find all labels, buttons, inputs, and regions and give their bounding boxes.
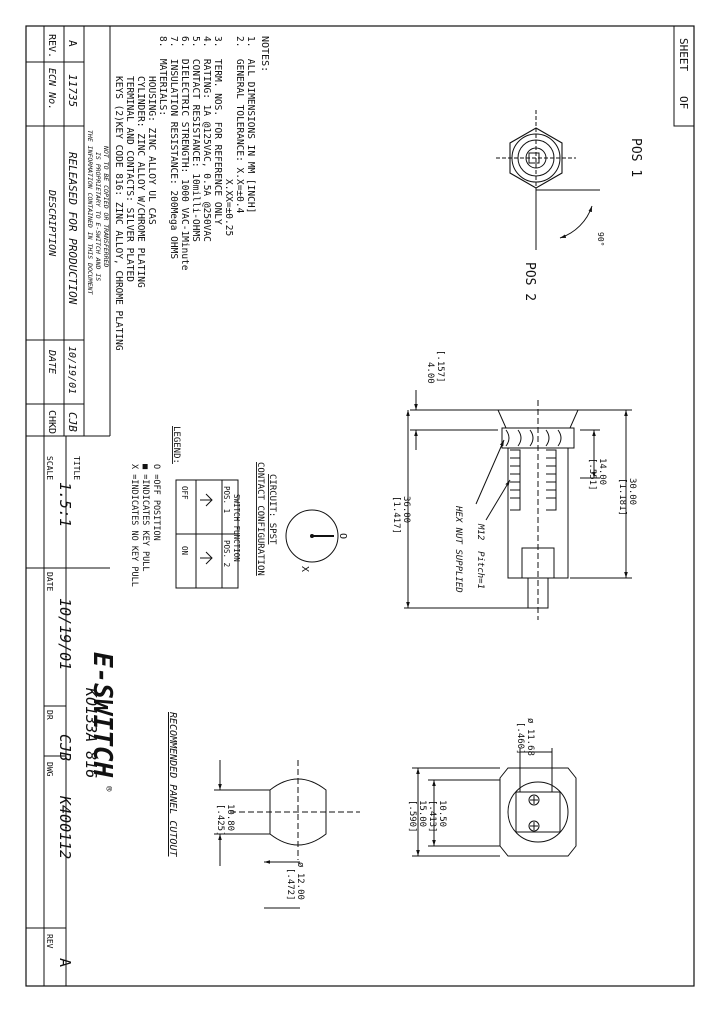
legend-item: O =OFF POSITION — [151, 464, 161, 541]
dim-1500: 15.00 — [417, 800, 427, 827]
logo-text: E-SWITCH — [87, 652, 117, 778]
hex-nut-label: HEX NUT SUPPLIED — [453, 505, 463, 593]
chkd-value: CJB — [66, 412, 79, 432]
chkd-header: CHKD — [46, 410, 57, 434]
rev-value-tb: A — [56, 958, 74, 967]
end-dia-in: [.460] — [515, 722, 525, 755]
revision-table: REV. ECN No. DESCRIPTION DATE CHKD A 117… — [26, 26, 111, 437]
sheet-label: SHEET — [677, 38, 690, 71]
dwg-label: DWG — [45, 762, 54, 777]
dim-3000-in: [1.181] — [617, 478, 627, 516]
note-line: 3. TERM. NOS. FOR REFERENCE ONLY — [212, 36, 223, 225]
e-switch-logo: E-SWITCH ® — [87, 652, 117, 792]
panel-cutout-title: RECOMMENDED PANEL CUTOUT — [167, 712, 178, 857]
rev-value: A — [66, 40, 79, 47]
note-line: 8. MATERIALS: — [157, 36, 168, 116]
dim-400-in: [.157] — [435, 350, 445, 383]
pos2-col: POS. 2 — [222, 540, 231, 567]
note-line: X.XX=±0.25 — [223, 36, 234, 236]
dim-1400-in: [.551] — [587, 458, 597, 491]
scale-value: 1.5:1 — [56, 482, 74, 527]
pos1-col: POS. 1 — [222, 486, 231, 513]
panel-cutout: RECOMMENDED PANEL CUTOUT 10.80 [.425] ø … — [167, 712, 360, 909]
note-line: TERMINAL AND CONTACTS: SILVER PLATED — [124, 36, 135, 282]
dwg-value: K400112 — [56, 795, 74, 859]
dim-1200: ø 12.00 — [295, 862, 305, 900]
legend-header: LEGEND: — [171, 426, 181, 464]
angle-label: 90° — [596, 232, 605, 246]
title-value: KO133A 816 — [82, 687, 100, 778]
dr-value: CJB — [56, 734, 74, 761]
title-label: TITLE — [72, 456, 81, 480]
dim-1080-in: [.425] — [215, 804, 225, 837]
note-line: KEYS (2)KEY CODE 816: ZINC ALLOY, CHROME… — [113, 36, 124, 351]
circuit-title-2: CONTACT CONFIGURATION — [255, 462, 265, 576]
dim-3600: 36.00 — [401, 496, 411, 523]
circuit-config: CIRCUIT: SPST CONTACT CONFIGURATION SWIT… — [175, 462, 348, 589]
pos2-label: POS 2 — [522, 262, 537, 301]
arrow-icon — [200, 493, 213, 507]
end-view: ø 11.68 [.460] 10.50 [.413] 15.00 [.590] — [407, 718, 577, 857]
circuit-title: CIRCUIT: SPST — [267, 474, 277, 545]
off-label: OFF — [180, 486, 189, 500]
legend-item: X =INDICATES NO KEY PULL — [129, 464, 139, 587]
date-header: DATE — [46, 349, 57, 374]
date-value: 10/19/01 — [66, 346, 77, 394]
dr-label: DR — [45, 710, 54, 720]
ecn-header: ECN No. — [46, 68, 57, 110]
dim-1080: 10.80 — [225, 804, 235, 831]
rev-label-tb: REV — [45, 934, 54, 949]
o-mark: O — [337, 533, 348, 539]
description-header: DESCRIPTION — [46, 189, 57, 257]
registered-mark: ® — [103, 786, 113, 792]
notes-block: NOTES: 1. ALL DIMENSIONS IN MM [INCH] 2.… — [113, 36, 270, 351]
arrow-icon — [200, 551, 213, 565]
disclaimer-line: IS PROPRIETARY TO E-SWITCH AND IS — [94, 152, 102, 281]
note-line: 5. CONTACT RESISTANCE: 10milli-OHMS — [190, 36, 201, 242]
scale-label: SCALE — [45, 456, 54, 480]
legend-item: ■ =INDICATES KEY PULL — [140, 464, 150, 571]
dim-1200-in: [.472] — [285, 868, 295, 901]
disclaimer-line: NOT TO BE COPIED OR TRANSFERRED — [102, 145, 110, 267]
rev-header: REV. — [46, 34, 57, 58]
dim-1050: 10.50 — [437, 800, 447, 827]
note-line: 4. RATING: 1A @125VAC, 0.5A @250VAC — [201, 36, 212, 242]
end-dia-label: ø 11.68 — [525, 718, 535, 756]
note-line: CYLINDER: ZINC ALLOY W/CHROME PLATING — [135, 36, 146, 288]
note-line: 7. INSULATION RESISTANCE: 200Mega OHMS — [168, 36, 179, 259]
sheet-box: SHEET OF — [673, 25, 695, 127]
dim-1500-in: [.590] — [407, 800, 417, 833]
pos1-label: POS 1 — [628, 138, 643, 177]
legend: LEGEND: O =OFF POSITION ■ =INDICATES KEY… — [129, 426, 181, 587]
ecn-value: 11735 — [66, 74, 79, 107]
of-label: OF — [677, 96, 690, 109]
note-line: HOUSING: ZINC ALLOY UL CAS — [146, 36, 157, 225]
disclaimer-line: THE INFORMATION CONTAINED IN THIS DOCUME… — [86, 130, 94, 295]
note-line: 2. GENERAL TOLERANCE: X.X=±0.4 — [234, 36, 245, 214]
notes-header: NOTES: — [259, 36, 270, 72]
thread-label: M12 Pitch=1 — [475, 523, 485, 589]
date-value: 10/19/01 — [56, 598, 74, 670]
note-line: 6. DIELECTRIC STRENGTH: 1000 VAC-1Minute — [179, 36, 190, 271]
date-label: DATE — [45, 572, 54, 591]
note-line: 1. ALL DIMENSIONS IN MM [INCH] — [245, 36, 256, 213]
description-value: RELEASED FOR PRODUCTION — [66, 152, 79, 305]
side-view: 4.00 [.157] 36.00 [1.417] 14.00 [.551] 3… — [391, 350, 637, 620]
dim-3000: 30.00 — [627, 478, 637, 505]
front-view: 90° POS 1 POS 2 — [496, 110, 643, 301]
dim-1400: 14.00 — [597, 458, 607, 485]
dim-3600-in: [1.417] — [391, 496, 401, 534]
dim-1050-in: [.413] — [427, 800, 437, 833]
title-block: SCALE 1.5:1 TITLE KO133A 816 DATE 10/19/… — [26, 436, 117, 986]
disclaimer: THE INFORMATION CONTAINED IN THIS DOCUME… — [86, 130, 110, 295]
sheet-border — [25, 25, 695, 987]
dim-400: 4.00 — [425, 362, 435, 384]
on-label: ON — [180, 546, 189, 555]
x-mark: X — [299, 566, 310, 572]
switch-function-header: SWITCH FUNCTION — [232, 494, 241, 562]
